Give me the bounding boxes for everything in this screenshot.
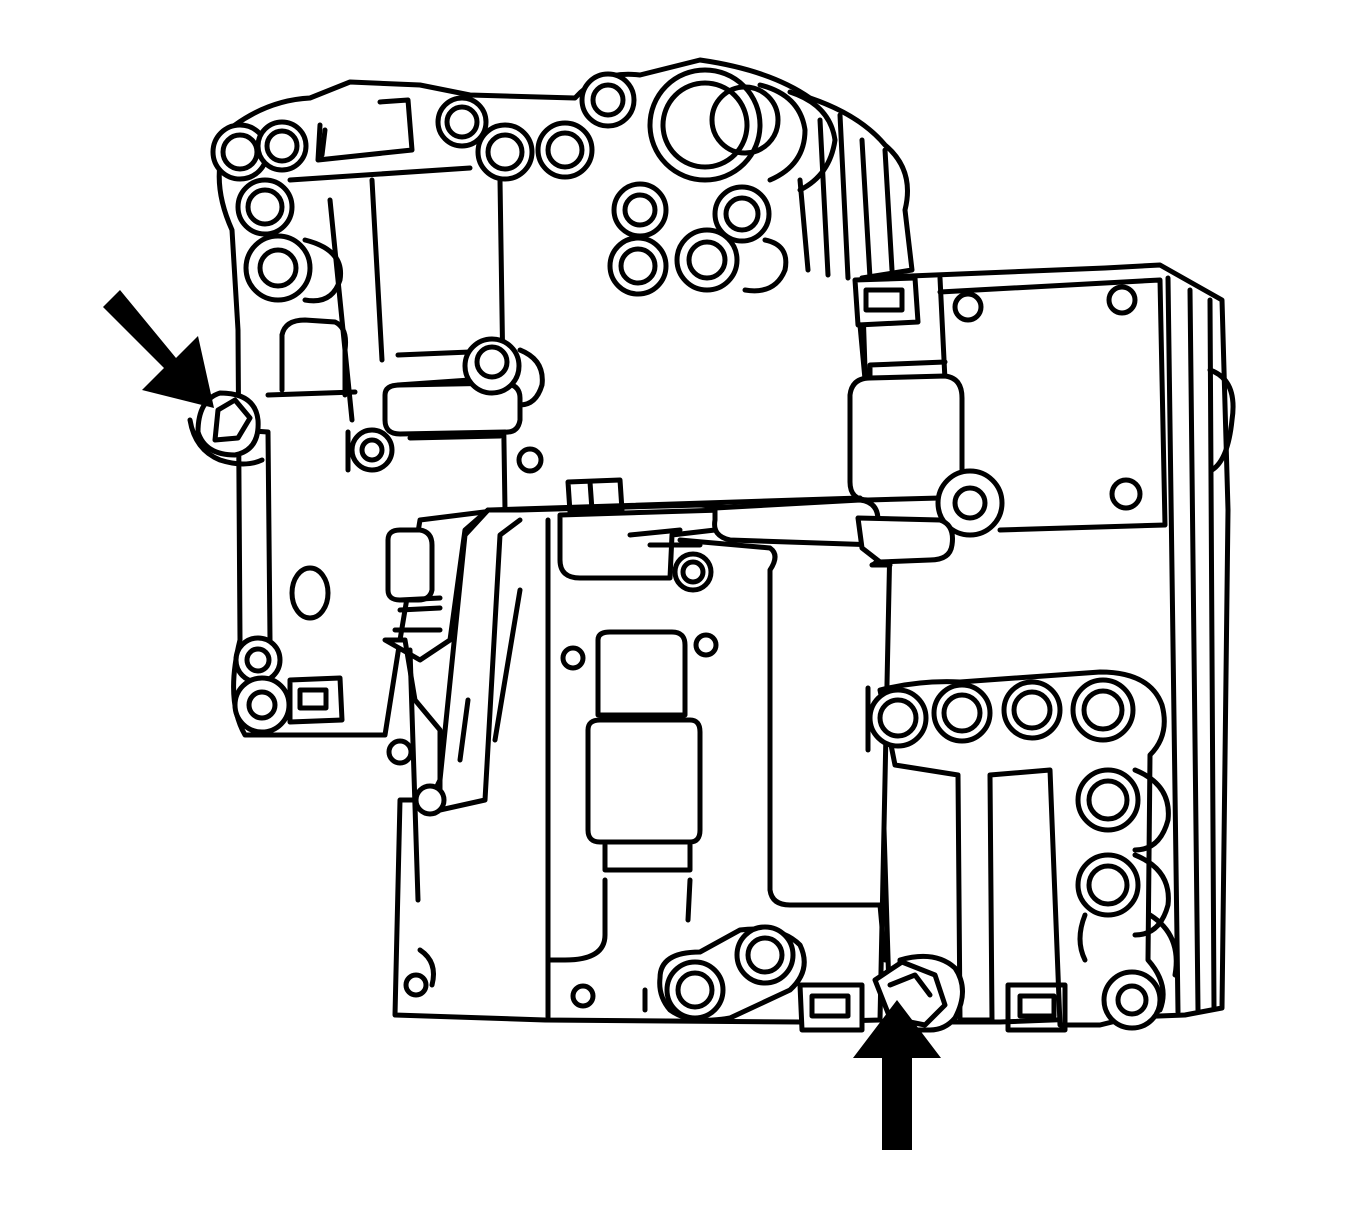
bolt-hole [1106,284,1138,316]
bolt-hole [877,697,919,739]
bolt-hole [246,689,278,721]
bolt-hole [1086,863,1130,907]
bolt-hole [952,291,984,323]
bolt-hole [1086,778,1130,822]
bolt-hole [590,82,626,118]
bolt-hole [245,187,285,227]
upper-left-body [187,57,915,738]
connector-brackets [847,275,1005,538]
bolt-hole [386,738,414,766]
bolt-hole [257,247,299,289]
bolt-hole [474,344,510,380]
bolt-hole [1115,983,1149,1017]
oval-port [289,565,331,621]
bolt-hole [403,972,429,998]
arrow-down-right-icon [103,290,214,408]
bolt-hole [560,645,586,671]
bolt-hole [1011,689,1053,731]
bolt-hole [723,195,761,233]
bolt-hole [264,128,300,164]
bolt-hole [485,132,525,172]
bolt-hole [570,983,596,1009]
bolt-hole [680,559,706,585]
arrow-up-icon [853,1000,941,1150]
bolt-hole [952,485,988,521]
bolt-hole [693,632,719,658]
bolt-hole [1109,477,1143,511]
bolt-hole [745,935,785,975]
bolt-hole [545,130,585,170]
bolt-hole [618,246,658,286]
right-bolt-chain [865,669,1179,1033]
bolt-hole [444,104,480,140]
bolt-hole [359,437,385,463]
lower-body [382,477,955,1033]
bolt-hole [1081,688,1125,732]
bolt-hole [686,239,728,281]
bolt-hole [941,692,983,734]
bolt-hole [516,446,544,474]
bolt-hole [675,970,715,1010]
bolt-hole [622,192,658,228]
